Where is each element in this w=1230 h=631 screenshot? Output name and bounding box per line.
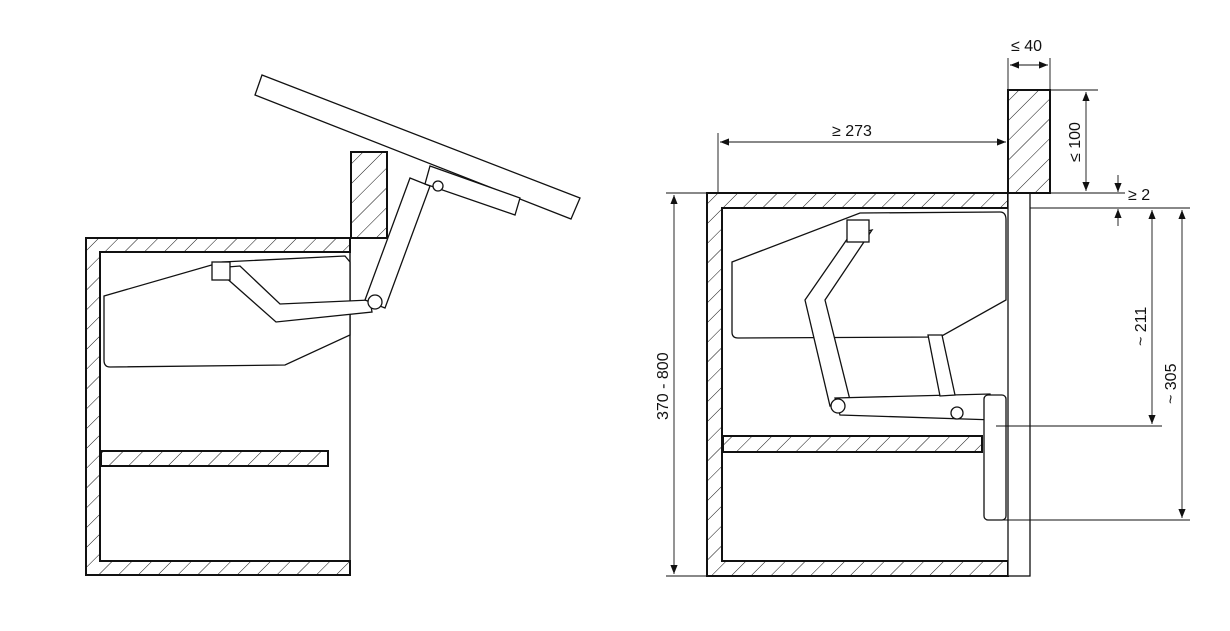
right-shelf [722, 435, 983, 453]
left-pivot [367, 294, 383, 310]
dim-depth-min: ≥ 273 [832, 123, 872, 140]
dim-approx-305: ~ 305 [1163, 363, 1180, 404]
left-wall-block [350, 151, 388, 239]
right-adjuster [846, 219, 870, 243]
right-mechanism-housing [731, 211, 1007, 339]
right-door-bracket [983, 394, 1007, 521]
dimension-lines: ≤ 40 ≥ 273 ≤ 100 ≥ 2 ~ 211 ~ 305 370 - 8… [655, 38, 1190, 577]
dim-thickness-max: ≤ 40 [1011, 38, 1042, 55]
left-shelf [100, 450, 329, 467]
left-view-open-flap [85, 74, 581, 576]
right-pivot [830, 398, 846, 414]
left-cabinet-top-wall [85, 237, 351, 576]
left-bracket-pivot [432, 180, 444, 192]
right-strut [927, 334, 956, 397]
dim-approx-211: ~ 211 [1133, 307, 1150, 346]
dim-cabinet-height: 370 - 800 [655, 352, 672, 420]
left-mechanism-housing [103, 255, 351, 368]
right-wall-block [1007, 89, 1051, 194]
right-hole [950, 406, 964, 420]
dim-height-max: ≤ 100 [1067, 122, 1084, 162]
right-lower-arm [834, 393, 996, 421]
right-flap-door [1007, 192, 1031, 577]
left-flap [254, 74, 581, 220]
dim-gap-min: ≥ 2 [1128, 187, 1150, 204]
right-view-closed-flap [706, 89, 1051, 577]
left-adjuster [211, 261, 231, 281]
left-flap-bracket [424, 165, 521, 216]
